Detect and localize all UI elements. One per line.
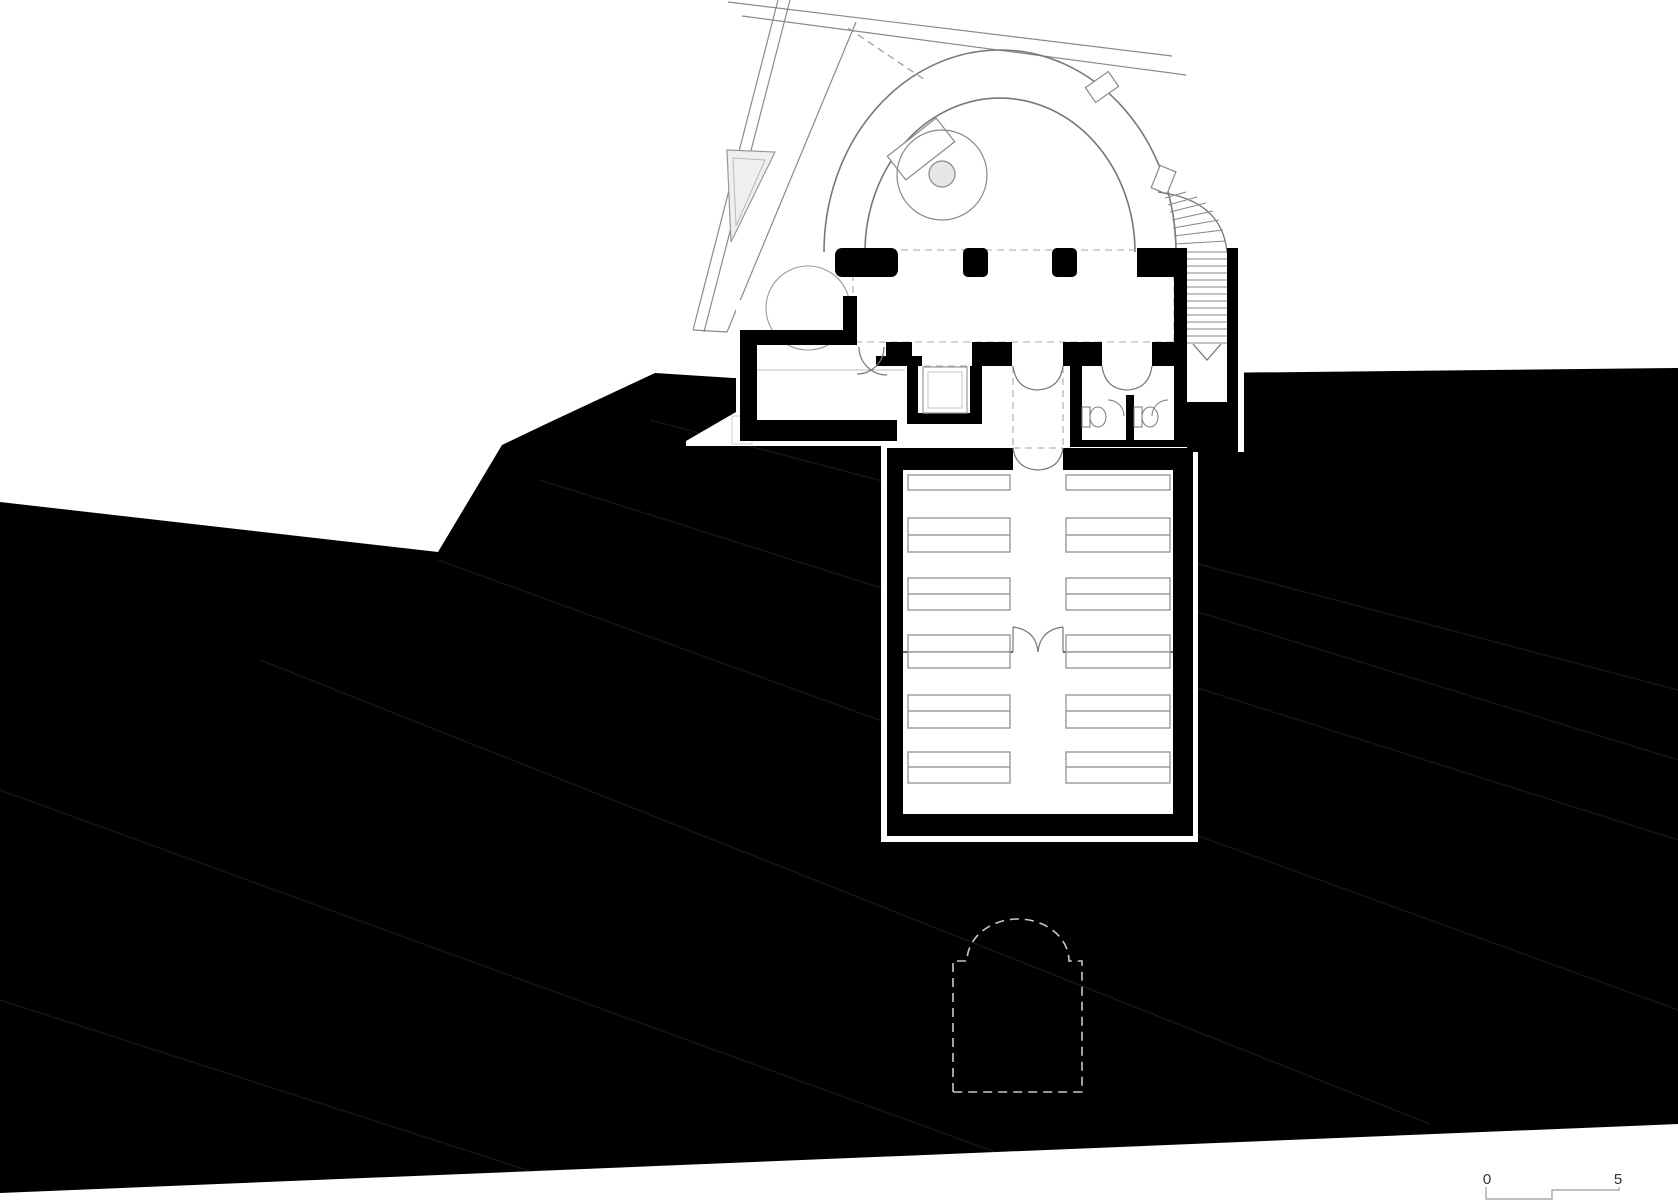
terrain-patch-under-stair xyxy=(1187,402,1227,452)
crypt-niche-dashed-outline xyxy=(952,918,1083,1093)
wc-fixtures xyxy=(1081,399,1169,428)
apse-inner-wall-arc xyxy=(864,97,1136,253)
column-row2-pier3 xyxy=(1063,342,1102,366)
apse-colonnade xyxy=(823,49,1177,253)
door-swings xyxy=(856,346,1153,653)
toilet-right xyxy=(1141,406,1159,428)
shaft-room-right-wall xyxy=(970,366,982,424)
building-walls xyxy=(740,248,1238,836)
bench xyxy=(1065,634,1171,653)
scale-bar-rule xyxy=(1485,1187,1620,1200)
midhall-door-swing-right xyxy=(1037,626,1064,653)
hall-bottom-wall xyxy=(887,814,1193,836)
column-row2-pier2 xyxy=(972,342,1012,366)
scale-bar: 0 5 xyxy=(1483,1171,1622,1200)
bench xyxy=(907,651,1011,669)
straight-treads xyxy=(1187,251,1227,344)
bench xyxy=(907,474,1011,491)
scale-bar-end-label: 5 xyxy=(1614,1171,1622,1188)
stair-direction-arrow xyxy=(1192,343,1222,361)
column-row1-pier3 xyxy=(1052,248,1077,277)
site-dashed-line xyxy=(847,27,926,81)
bench xyxy=(907,634,1011,653)
vestibule-top-wall xyxy=(740,330,843,345)
column-row1-pier4 xyxy=(1137,248,1174,277)
staircase xyxy=(1157,191,1228,361)
shaft-room-bottom-wall xyxy=(907,413,982,424)
bench-rows xyxy=(907,474,1171,784)
apse-font xyxy=(886,117,988,221)
hall-left-wall xyxy=(887,448,903,836)
midhall-door-swing-left xyxy=(1012,626,1039,653)
bench xyxy=(1065,651,1171,669)
lobby-door-swing-right xyxy=(1036,365,1064,391)
toilet-left xyxy=(1089,406,1107,428)
terrain-poche xyxy=(0,368,1678,1193)
vestibule-door-stub xyxy=(843,296,857,345)
apse-outer-wall-arc xyxy=(823,49,1177,253)
hall-door-swing-left xyxy=(1012,447,1039,471)
vestibule-bottom-wall xyxy=(740,420,897,441)
column-row2-pier1-base xyxy=(876,356,922,366)
hall-door-swing-right xyxy=(1037,447,1064,471)
stair-left-wall xyxy=(1174,248,1187,447)
triangle-planter xyxy=(726,149,776,243)
vestibule-door-swing-2 xyxy=(856,346,885,375)
column-row1-pier1 xyxy=(835,248,898,277)
hall-right-wall xyxy=(1173,448,1193,836)
bench xyxy=(1065,474,1171,491)
apse-windows xyxy=(1084,70,1177,195)
shaft-inner-outline xyxy=(922,366,968,414)
font-bowl xyxy=(928,160,956,188)
wc-door-swing-right xyxy=(1126,365,1153,391)
lobby-door-swing-left xyxy=(1012,365,1038,391)
scale-bar-start-label: 0 xyxy=(1483,1171,1491,1188)
stair-right-wall xyxy=(1227,248,1238,452)
shaft-room-left-wall xyxy=(907,366,918,424)
wc-partition xyxy=(1126,395,1134,445)
curved-treads xyxy=(1164,191,1227,245)
hall-top-wall-left xyxy=(887,448,1013,470)
vestibule-left-wall xyxy=(740,330,757,421)
wc-left-wall xyxy=(1070,366,1082,447)
vestibule-door-swing-1 xyxy=(858,346,888,376)
column-row1-pier2 xyxy=(963,248,988,277)
wc-door-swing-left xyxy=(1101,365,1128,391)
hall-top-wall-right xyxy=(1063,448,1193,470)
